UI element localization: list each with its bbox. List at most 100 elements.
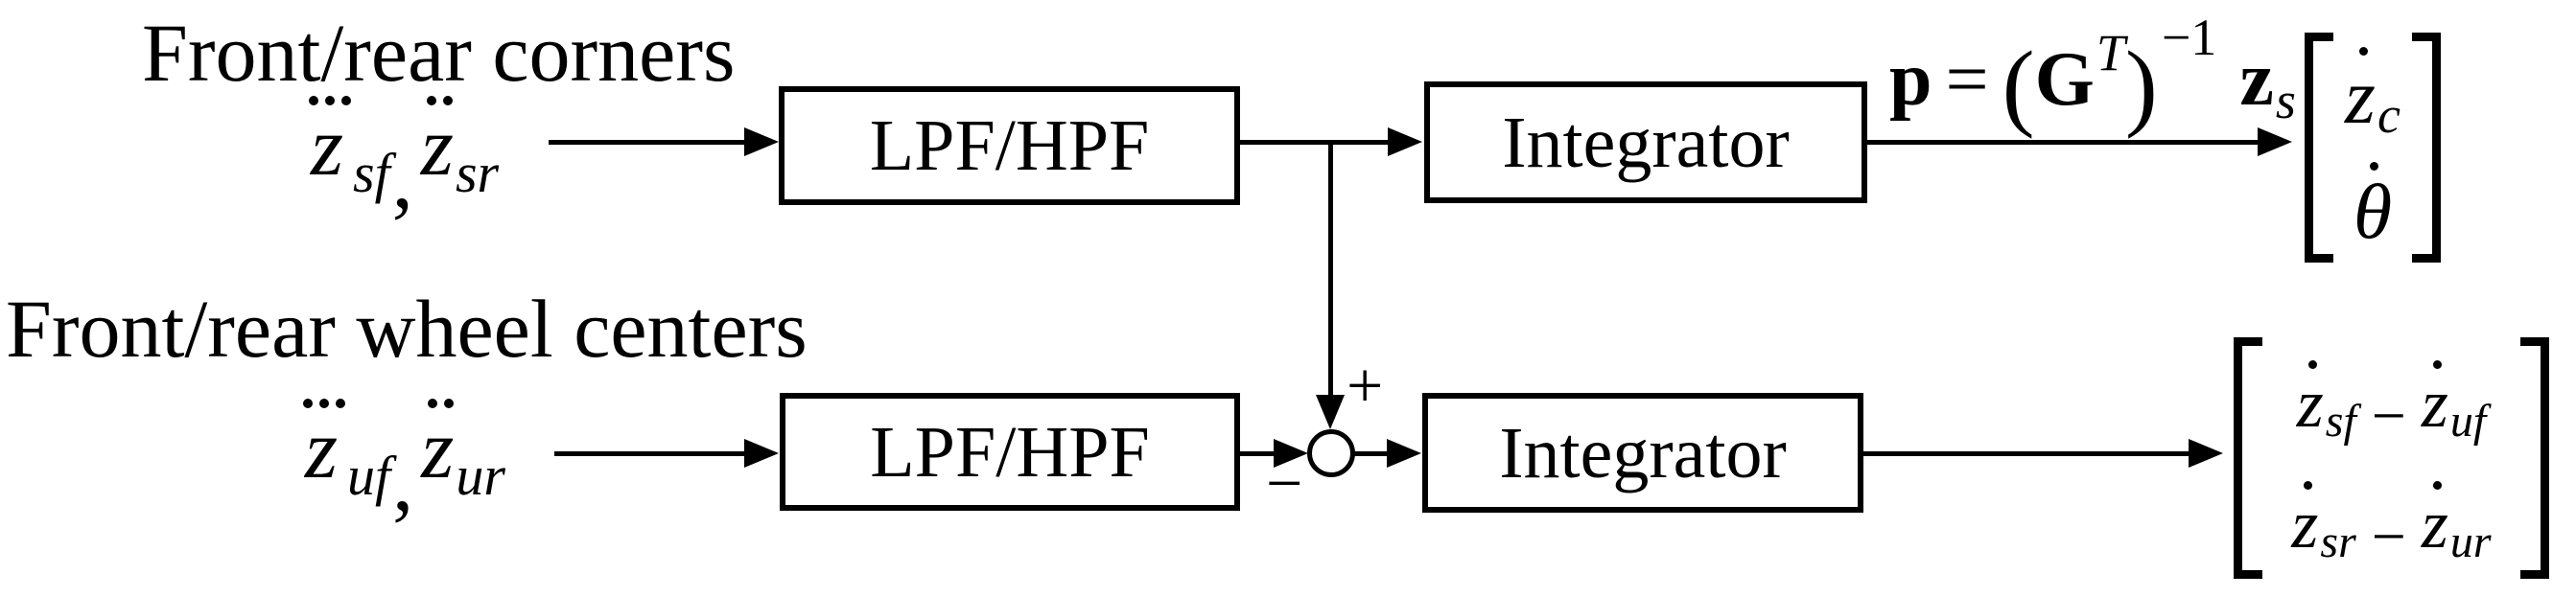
math-letter: z (2421, 364, 2448, 442)
accent-dot (336, 399, 345, 408)
dot-accent-stack: z (2297, 359, 2324, 438)
math-letter: z (421, 403, 455, 496)
formula-transpose: T (2096, 24, 2125, 81)
right-bracket (2520, 337, 2549, 579)
vector-content: z sf − z uf z sr − z (2262, 337, 2520, 579)
accent-dot (2358, 47, 2368, 57)
vector-row: z sf − z uf (2297, 359, 2486, 446)
left-bracket (2305, 33, 2333, 263)
output-vector-top: z c θ (2305, 33, 2441, 263)
block-label: Integrator (1499, 412, 1787, 494)
block-label: LPF/HPF (869, 105, 1150, 186)
double-dot-accent (427, 399, 454, 409)
wire-input-top (549, 140, 745, 145)
accent-dot (2369, 162, 2378, 172)
math-subscript: ur (456, 445, 505, 507)
arrowhead-icon (2189, 439, 2223, 468)
dot-accent-stack: z (2291, 480, 2319, 563)
math-subscript: sf (2325, 395, 2356, 447)
lpf-hpf-block-bottom: LPF/HPF (780, 393, 1240, 511)
math-subscript: uf (2449, 395, 2487, 447)
input-corner-accelerations: z sf , z sr (303, 96, 499, 222)
input-wheel-center-accelerations: z uf , z ur (297, 399, 505, 525)
math-subscript: ur (2449, 516, 2492, 567)
integrator-block-bottom: Integrator (1422, 393, 1863, 513)
accent-dot (2433, 359, 2443, 369)
math-letter: θ (2353, 168, 2393, 256)
wire-junction-to-integrator (1354, 451, 1388, 456)
formula-rparen: ) (2124, 32, 2158, 140)
arrowhead-icon (1388, 127, 1422, 156)
arrowhead-icon (744, 439, 779, 468)
dot-accent (2369, 162, 2378, 172)
formula-equals: = (1945, 37, 1989, 122)
formula-z: z (2239, 37, 2274, 122)
formula-z-subscript: s (2275, 72, 2296, 129)
plus-sign: + (1347, 349, 1384, 422)
wire-output-top (1867, 140, 2260, 145)
double-dot-accent-stack: z (421, 399, 455, 496)
dot-accent-stack: θ (2353, 162, 2393, 256)
triple-dot-accent-stack: z (297, 399, 345, 496)
label-front-rear-wheel-centers: Front/rear wheel centers (6, 283, 808, 375)
math-term: z sr (420, 96, 499, 201)
math-term: z uf (297, 399, 390, 504)
minus-operator: − (2371, 380, 2406, 449)
math-letter: z (304, 403, 339, 496)
wire-output-bottom (1863, 451, 2190, 456)
vector-row: z sr − z ur (2291, 480, 2492, 566)
accent-dot (427, 96, 437, 105)
summing-junction (1307, 429, 1355, 477)
vector-row: z c (2345, 47, 2400, 141)
triple-dot-accent (309, 96, 351, 106)
vector-content: z c θ (2333, 33, 2412, 263)
block-label: LPF/HPF (870, 411, 1150, 493)
accent-dot (303, 399, 313, 408)
dot-accent (2303, 480, 2312, 491)
arrowhead-icon (744, 127, 779, 156)
dot-accent-stack: z (2345, 47, 2376, 141)
formula-lparen: ( (2002, 32, 2035, 140)
math-letter: z (420, 101, 454, 194)
left-bracket (2234, 337, 2262, 579)
label-front-rear-corners: Front/rear corners (142, 7, 736, 99)
math-letter: z (2345, 53, 2376, 141)
wire-lpf-to-junction (1240, 451, 1276, 456)
minus-sign: − (1266, 447, 1303, 519)
wire-input-bottom (554, 451, 745, 456)
wire-lpf-to-integrator-top (1240, 140, 1390, 145)
formula-inverse-exponent: −1 (2161, 9, 2217, 66)
right-bracket (2412, 33, 2441, 263)
accent-dot (2433, 480, 2443, 490)
wire-branch-down (1328, 142, 1333, 395)
math-subscript: sf (353, 142, 390, 204)
double-dot-accent-stack: z (420, 96, 454, 194)
comma: , (392, 436, 414, 529)
accent-dot (427, 399, 437, 408)
minus-operator: − (2371, 501, 2406, 570)
math-subscript: sr (455, 142, 500, 204)
accent-dot (443, 96, 454, 105)
accent-dot (309, 96, 318, 105)
lpf-hpf-block-top: LPF/HPF (779, 86, 1240, 205)
accent-dot (2308, 359, 2318, 369)
comma: , (391, 133, 413, 226)
formula-p: p (1889, 37, 1932, 122)
integrator-block-top: Integrator (1424, 81, 1867, 203)
accent-dot (443, 399, 454, 408)
arrowhead-icon (2258, 127, 2292, 156)
output-vector-bottom: z sf − z uf z sr − z (2234, 337, 2549, 579)
formula-G: G (2034, 37, 2095, 122)
arrowhead-icon (1316, 395, 1345, 429)
math-letter: z (2291, 485, 2319, 563)
arrowhead-icon (1387, 439, 1421, 468)
dot-accent-stack: z (2421, 359, 2448, 442)
dot-accent (2358, 47, 2368, 57)
accent-dot (325, 96, 335, 105)
math-letter: z (2421, 485, 2448, 563)
block-label: Integrator (1502, 102, 1790, 183)
dot-accent (2433, 480, 2443, 491)
dot-accent-stack: z (2421, 480, 2448, 563)
